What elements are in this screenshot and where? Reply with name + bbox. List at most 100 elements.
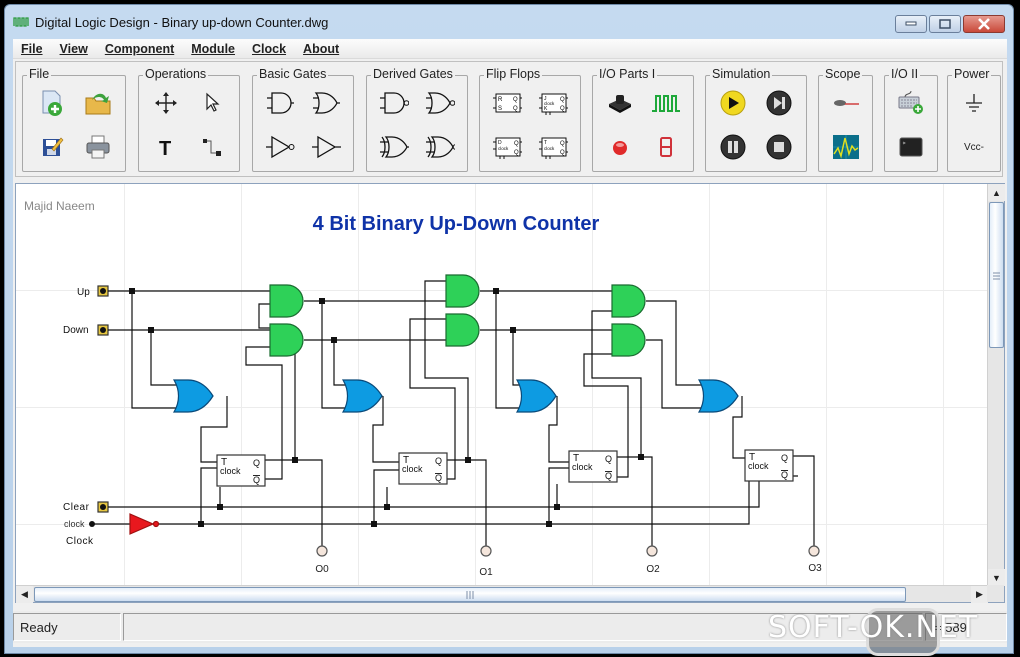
vcc-icon: Vcc- — [964, 141, 984, 153]
print-button[interactable] — [83, 132, 113, 162]
pause-button[interactable] — [718, 132, 748, 162]
svg-text:T: T — [159, 138, 171, 159]
ground-button[interactable] — [959, 88, 989, 118]
svg-text:Q: Q — [605, 454, 612, 464]
horizontal-scroll-thumb[interactable] — [34, 587, 906, 602]
clock-source-button[interactable] — [651, 88, 681, 118]
svg-text:clock: clock — [748, 461, 769, 471]
input-pin-down[interactable] — [97, 324, 109, 336]
menu-file[interactable]: File — [21, 41, 43, 56]
vertical-scrollbar[interactable]: ▲ ▼ — [987, 184, 1005, 586]
wire-stage3 — [732, 396, 815, 550]
not-gate-clock[interactable] — [129, 513, 160, 535]
probe-button[interactable] — [831, 88, 861, 118]
new-file-button[interactable] — [37, 88, 67, 118]
and-gate-button[interactable] — [265, 88, 295, 118]
stop-button[interactable] — [764, 132, 794, 162]
or-gate-1[interactable] — [341, 379, 383, 413]
wire-clear-bus — [108, 468, 760, 508]
arrow-right-icon: ▶ — [976, 589, 983, 599]
menu-about[interactable]: About — [303, 41, 340, 56]
nand-gate-button[interactable] — [379, 88, 409, 118]
move-button[interactable] — [151, 88, 181, 118]
save-edit-icon — [43, 137, 64, 156]
title-bar: Digital Logic Design - Binary up-down Co… — [5, 5, 1013, 39]
wire-button[interactable] — [197, 132, 227, 162]
scroll-corner — [987, 585, 1004, 602]
text-button[interactable]: T — [151, 132, 181, 162]
schematic-canvas[interactable]: Majid Naeem 4 Bit Binary Up-Down Counter… — [16, 184, 988, 586]
select-button[interactable] — [197, 88, 227, 118]
scroll-right-button[interactable]: ▶ — [971, 586, 988, 603]
play-button[interactable] — [718, 88, 748, 118]
step-icon — [766, 90, 792, 116]
close-button[interactable] — [963, 15, 1005, 33]
or-gate-button[interactable] — [311, 88, 341, 118]
menu-module[interactable]: Module — [191, 41, 235, 56]
svg-text:Q: Q — [781, 470, 788, 480]
t-flipflop-2[interactable]: T clock Q Q — [568, 450, 618, 483]
output-led-1[interactable] — [480, 545, 492, 557]
and-gate-icon — [267, 92, 294, 114]
terminal-button[interactable] — [896, 132, 926, 162]
horizontal-scrollbar[interactable]: ◀ ▶ — [16, 585, 988, 603]
and-gate-down-0[interactable] — [269, 323, 304, 357]
t-flipflop-3[interactable]: T clock Q Q — [744, 449, 794, 482]
grip-icon — [993, 272, 1000, 280]
svg-text:J: J — [544, 96, 547, 102]
and-gate-up-1[interactable] — [445, 274, 480, 308]
scroll-up-button[interactable]: ▲ — [988, 184, 1005, 201]
drawing-area: Majid Naeem 4 Bit Binary Up-Down Counter… — [15, 183, 1005, 603]
buffer-gate-button[interactable] — [311, 132, 341, 162]
oscilloscope-button[interactable] — [831, 132, 861, 162]
maximize-button[interactable] — [929, 15, 961, 33]
push-button-tool[interactable] — [605, 88, 635, 118]
t-flipflop-1[interactable]: T clock Q Q — [398, 452, 448, 485]
scroll-down-button[interactable]: ▼ — [988, 569, 1005, 586]
input-pin-clear[interactable] — [97, 501, 109, 513]
wire-stage2 — [548, 300, 701, 550]
output-led-3[interactable] — [808, 545, 820, 557]
open-file-button[interactable] — [83, 88, 113, 118]
or-gate-2[interactable] — [515, 379, 557, 413]
and-gate-down-2[interactable] — [611, 323, 646, 357]
vertical-scroll-thumb[interactable] — [989, 202, 1004, 348]
output-led-2[interactable] — [646, 545, 658, 557]
output-led-0[interactable] — [316, 545, 328, 557]
and-gate-down-1[interactable] — [445, 313, 480, 347]
xnor-gate-button[interactable] — [425, 132, 455, 162]
nor-gate-button[interactable] — [425, 88, 455, 118]
step-button[interactable] — [764, 88, 794, 118]
ground-icon — [966, 94, 982, 112]
diagram-title: 4 Bit Binary Up-Down Counter — [313, 213, 600, 235]
and-gate-up-0[interactable] — [269, 284, 304, 318]
led-button[interactable] — [605, 132, 635, 162]
print-icon — [86, 135, 110, 159]
or-gate-3[interactable] — [697, 379, 739, 413]
nand-gate-icon — [380, 92, 409, 114]
input-pin-up[interactable] — [97, 285, 109, 297]
minimize-button[interactable] — [895, 15, 927, 33]
add-keyboard-button[interactable] — [896, 88, 926, 118]
and-gate-up-2[interactable] — [611, 284, 646, 318]
group-label: Derived Gates — [371, 67, 455, 81]
seven-segment-button[interactable] — [651, 132, 681, 162]
menu-component[interactable]: Component — [104, 41, 175, 56]
group-label: Simulation — [710, 67, 773, 81]
not-gate-button[interactable] — [265, 132, 295, 162]
menu-clock[interactable]: Clock — [252, 41, 287, 56]
vcc-button[interactable]: Vcc- — [959, 132, 989, 162]
xor-gate-button[interactable] — [379, 132, 409, 162]
or-gate-0[interactable] — [172, 379, 214, 413]
scroll-left-button[interactable]: ◀ — [16, 586, 33, 603]
t-flipflop-0[interactable]: T clock Q Q — [216, 454, 266, 487]
save-button[interactable] — [37, 132, 67, 162]
menu-view[interactable]: View — [59, 41, 88, 56]
group-derived-gates: Derived Gates — [366, 67, 468, 172]
svg-text:T: T — [573, 453, 579, 464]
